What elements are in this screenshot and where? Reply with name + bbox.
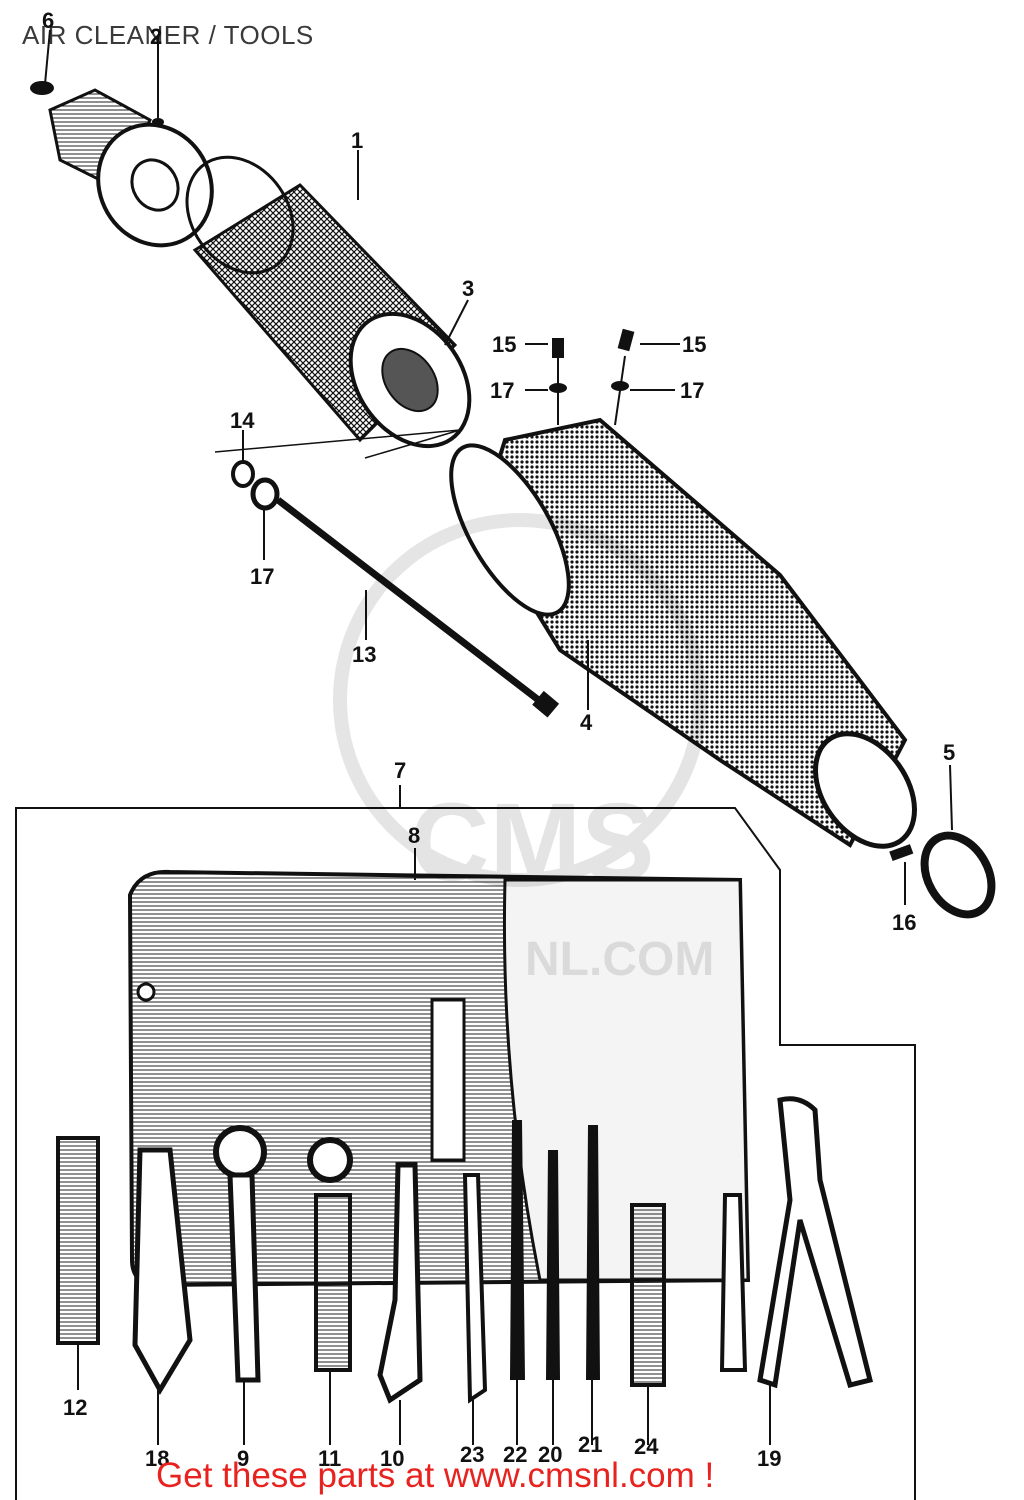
callout-labels: 6 2 1 3 15 15 17 17 14 17 13 4 5 7 8 16 … xyxy=(42,8,955,1471)
filter-element xyxy=(185,150,472,459)
callout-6: 6 xyxy=(42,8,54,33)
callout-14: 14 xyxy=(230,408,255,433)
callout-5: 5 xyxy=(943,740,955,765)
callout-17c: 17 xyxy=(250,564,274,589)
callout-17b: 17 xyxy=(680,378,704,403)
callout-10: 10 xyxy=(380,1446,404,1471)
callout-8: 8 xyxy=(408,823,420,848)
tool-set xyxy=(56,1096,874,1445)
callout-18: 18 xyxy=(145,1446,169,1471)
callout-7: 7 xyxy=(394,758,406,783)
callout-15b: 15 xyxy=(682,332,706,357)
watermark-text: CMS xyxy=(410,781,654,904)
callout-13: 13 xyxy=(352,642,376,667)
callout-21: 21 xyxy=(578,1432,602,1457)
callout-22: 22 xyxy=(503,1442,527,1467)
callout-4: 4 xyxy=(580,710,593,735)
callout-12: 12 xyxy=(63,1395,87,1420)
callout-2: 2 xyxy=(150,24,162,49)
callout-17a: 17 xyxy=(490,378,514,403)
cleaner-case xyxy=(449,328,917,849)
watermark-logo: CMS NL.COM xyxy=(333,513,714,986)
callout-23: 23 xyxy=(460,1442,484,1467)
rod-assembly xyxy=(231,430,560,718)
callout-16: 16 xyxy=(892,910,916,935)
page-title: AIR CLEANER / TOOLS xyxy=(22,20,314,50)
callout-3: 3 xyxy=(462,276,474,301)
callout-15a: 15 xyxy=(492,332,516,357)
callout-9: 9 xyxy=(237,1446,249,1471)
cleaner-cap xyxy=(30,29,214,248)
footer-link[interactable]: Get these parts at www.cmsnl.com ! xyxy=(156,1456,715,1495)
callout-20: 20 xyxy=(538,1442,562,1467)
callout-24: 24 xyxy=(634,1434,659,1459)
callout-19: 19 xyxy=(757,1446,781,1471)
hose-band xyxy=(889,764,996,919)
callout-1: 1 xyxy=(351,128,363,153)
watermark-subtext: NL.COM xyxy=(525,933,714,986)
callout-11: 11 xyxy=(318,1446,341,1471)
